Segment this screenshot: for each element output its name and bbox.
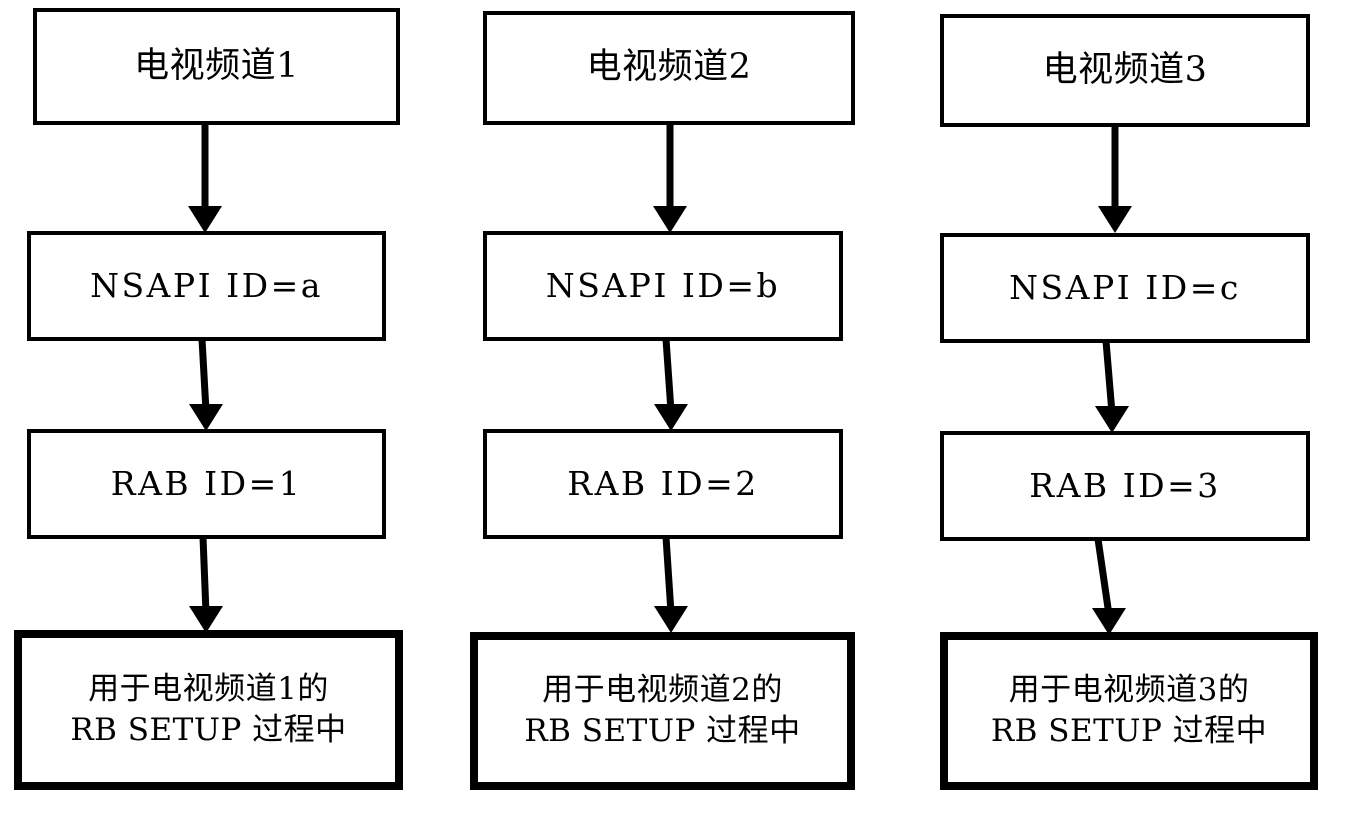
node-nsapi-id-1[interactable]: NSAPI ID=a	[27, 231, 386, 341]
connector-rab-to-rbsetup-1	[180, 536, 230, 633]
node-label: NSAPI ID=b	[545, 265, 781, 305]
node-label: 用于电视频道1的 RB SETUP 过程中	[70, 671, 347, 748]
down-arrow-icon	[1095, 340, 1129, 433]
node-rb-setup-3[interactable]: 用于电视频道3的 RB SETUP 过程中	[940, 632, 1318, 790]
node-rab-id-2[interactable]: RAB ID=2	[483, 429, 843, 539]
node-rab-id-1[interactable]: RAB ID=1	[27, 429, 386, 539]
node-label: RAB ID=3	[1029, 465, 1221, 505]
down-arrow-icon	[654, 536, 688, 633]
connector-channel-to-nsapi-1	[180, 123, 230, 233]
down-arrow-icon	[653, 123, 687, 233]
down-arrow-icon	[1092, 538, 1126, 635]
down-arrow-icon	[654, 338, 688, 431]
node-label: 用于电视频道3的 RB SETUP 过程中	[990, 672, 1268, 749]
connector-channel-to-nsapi-2	[645, 123, 695, 233]
node-tv-channel-3[interactable]: 电视频道3	[940, 14, 1310, 127]
down-arrow-icon	[189, 536, 223, 633]
down-arrow-icon	[189, 338, 223, 431]
node-rab-id-3[interactable]: RAB ID=3	[940, 431, 1310, 541]
node-label: NSAPI ID=a	[90, 265, 323, 305]
connector-rab-to-rbsetup-2	[645, 536, 695, 633]
node-label: RAB ID=2	[567, 463, 759, 503]
connector-rab-to-rbsetup-3	[1080, 538, 1140, 635]
node-label: 电视频道3	[1042, 49, 1208, 90]
down-arrow-icon	[188, 123, 222, 233]
node-rb-setup-2[interactable]: 用于电视频道2的 RB SETUP 过程中	[470, 632, 855, 790]
node-label: RAB ID=1	[110, 463, 303, 503]
node-label: 电视频道2	[586, 47, 752, 88]
down-arrow-icon	[1098, 125, 1132, 233]
node-tv-channel-2[interactable]: 电视频道2	[483, 11, 855, 125]
node-label: 用于电视频道2的 RB SETUP 过程中	[524, 672, 801, 749]
connector-channel-to-nsapi-3	[1090, 125, 1140, 233]
node-nsapi-id-3[interactable]: NSAPI ID=c	[940, 233, 1310, 343]
connector-nsapi-to-rab-1	[180, 338, 230, 431]
connector-nsapi-to-rab-2	[645, 338, 695, 431]
node-rb-setup-1[interactable]: 用于电视频道1的 RB SETUP 过程中	[14, 630, 403, 790]
node-nsapi-id-2[interactable]: NSAPI ID=b	[483, 231, 843, 341]
connector-nsapi-to-rab-3	[1085, 340, 1135, 433]
node-tv-channel-1[interactable]: 电视频道1	[33, 8, 400, 125]
node-label: NSAPI ID=c	[1009, 267, 1241, 307]
node-label: 电视频道1	[134, 45, 299, 86]
